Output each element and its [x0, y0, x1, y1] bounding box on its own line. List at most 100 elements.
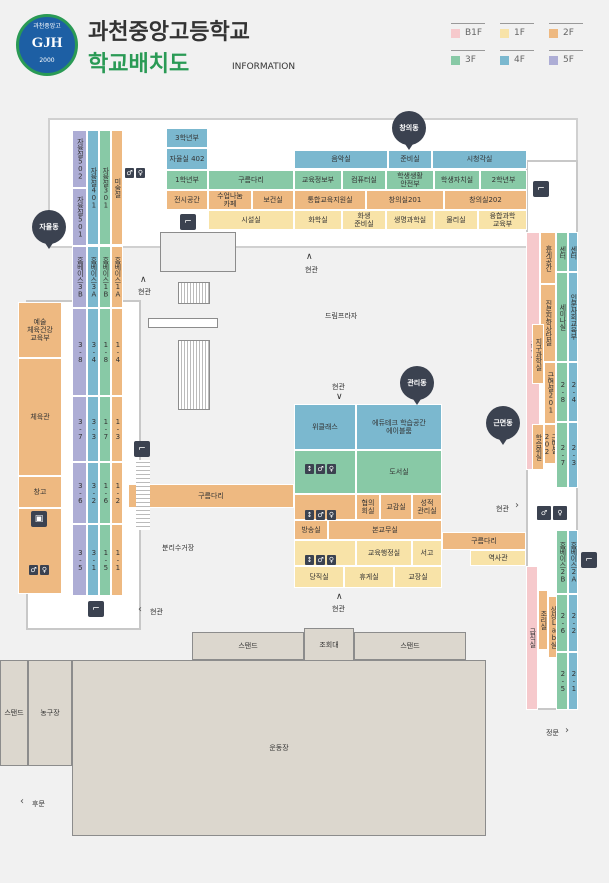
room-main-office: 본교무실 — [328, 520, 442, 540]
legend-2f: 2F — [549, 23, 583, 38]
room-homebase-3b: 홈베이스3B — [72, 246, 87, 308]
restroom-male-icon: ♂ — [29, 565, 38, 575]
room-class-2-8: 2-8 — [556, 362, 568, 422]
room-grade-mgmt: 성적 관리실 — [412, 494, 442, 520]
room-seminar: 세미나실 — [556, 272, 568, 362]
stand-left: 스탠드 — [0, 660, 28, 766]
restroom-male-icon: ♂ — [316, 555, 325, 565]
room-admin: 교육행정실 — [356, 540, 412, 566]
restroom-male-icon: ♂ — [316, 464, 325, 474]
room-history: 역사관 — [470, 550, 526, 566]
legend-swatch — [451, 55, 460, 65]
stairs-icon: ⌐ — [134, 441, 150, 457]
room-class-1-8: 1-8 — [99, 308, 111, 396]
room-grade2-office: 2학년부 — [480, 170, 527, 190]
room-class-3-6: 3-6 — [72, 462, 87, 524]
room-class-2-5: 2-5 — [556, 652, 568, 710]
room-homebase-1a: 홈베이스1A — [111, 246, 123, 308]
room-lunch-bottom: 급식실 — [526, 566, 538, 710]
legend-label: 2F — [563, 28, 574, 38]
entrance-arrow-up: ∧ — [336, 592, 343, 602]
logo-year: 2000 — [39, 57, 55, 64]
room-archive: 서고 — [412, 540, 442, 566]
room-storage: 창고 — [18, 476, 62, 508]
room-class-3-4: 3-4 — [87, 308, 99, 396]
legend-label: 5F — [563, 55, 574, 65]
room-facility: 시설실 — [208, 210, 294, 230]
room-class-3-3: 3-3 — [87, 396, 99, 462]
room-class-3-5: 3-5 — [72, 524, 87, 596]
legend-b1f: B1F — [451, 23, 486, 38]
room-class-2-6: 2-6 — [556, 594, 568, 652]
entrance-label: 현관 — [496, 505, 509, 513]
legend-swatch — [500, 55, 509, 65]
room-creative201: 창의실201 — [366, 190, 444, 210]
room-cafe: 수업나눔 카페 — [208, 190, 252, 210]
legend-3f: 3F — [451, 50, 485, 65]
room-counsel: 협의 회실 — [356, 494, 380, 520]
room-center-3f: 센터 — [556, 232, 568, 272]
room-lounge: 휴게실 — [344, 566, 394, 588]
restroom-female-icon: ♀ — [327, 510, 336, 520]
room-geunmyeon202: 근면실202 — [544, 424, 556, 464]
room-wee-class: 위클래스 — [294, 404, 356, 450]
logo-ring-text: 과천중앙고 — [33, 23, 61, 30]
stairs-icon: ⌐ — [533, 181, 549, 197]
restroom-male-icon: ♂ — [537, 506, 551, 520]
badge-jayul: 자율동 — [32, 210, 66, 249]
dream-plaza-label: 드림프라자 — [325, 312, 358, 320]
room-class-2-3: 2-3 — [568, 422, 578, 488]
room-music: 음악실 — [294, 150, 388, 169]
restroom-icons-geunmyeon: ♂♀ — [536, 500, 568, 520]
room-class-1-1: 1-1 — [111, 524, 123, 596]
room-integrated: 통합교육지원실 — [294, 190, 366, 210]
room-convergence: 융합과학 교육부 — [478, 210, 527, 230]
room-computer: 컴퓨터실 — [342, 170, 386, 190]
entrance-label: 현관 — [305, 266, 318, 274]
room-wc-area-3 — [294, 540, 356, 566]
room-jayul402: 자율실 402 — [166, 148, 208, 170]
page-subtitle-en: INFORMATION — [232, 62, 296, 72]
restroom-icons-gym: ♂♀ — [28, 557, 50, 576]
courtyard-grid — [178, 340, 210, 410]
legend-label: 1F — [514, 28, 525, 38]
room-creative202: 창의실202 — [444, 190, 527, 210]
room-broadcast: 방송실 — [294, 520, 328, 540]
room-jayul502: 자율실502 — [72, 130, 87, 188]
elevator-icon: ↕ — [305, 464, 314, 474]
room-jayul501: 자율실501 — [72, 188, 87, 246]
restroom-female-icon: ♀ — [40, 565, 49, 575]
elevator-icon: ↕ — [305, 510, 314, 520]
back-gate-label: 후문 — [32, 800, 45, 808]
room-health: 보건실 — [252, 190, 294, 210]
page-title: 학교배치도 — [88, 52, 190, 77]
room-study: 학습위실 — [532, 424, 544, 470]
room-class-2-4: 2-4 — [568, 362, 578, 422]
legend-label: 3F — [465, 55, 476, 65]
room-homebase-2a: 홈베이스2A — [568, 530, 578, 594]
room-class-3-2: 3-2 — [87, 462, 99, 524]
restroom-male-icon: ♂ — [125, 168, 134, 178]
entrance-label: 현관 — [332, 605, 345, 613]
legend-swatch — [500, 28, 509, 38]
room-gym-facility — [18, 508, 62, 594]
room-self-gov: 학생자치실 — [434, 170, 480, 190]
room-jayul401: 자율실401 — [87, 130, 99, 245]
entrance-label: 현관 — [150, 608, 163, 616]
room-homebase-2b: 홈베이스2B — [556, 530, 568, 594]
stand-center-left: 스탠드 — [192, 632, 304, 660]
facility-icons-gwalli: ↕♂♀ — [304, 547, 337, 566]
stairs-icon: ⌐ — [581, 552, 597, 568]
room-exhibit: 전시공간 — [166, 190, 208, 210]
school-name: 과천중앙고등학교 — [88, 20, 250, 45]
room-homebase-1b: 홈베이스1B — [99, 246, 111, 308]
legend-label: B1F — [465, 28, 483, 38]
badge-changui: 창의동 — [392, 111, 426, 150]
room-homebase-3a: 홈베이스3A — [87, 246, 99, 308]
room-wc-area — [294, 450, 356, 494]
room-av: 시청각실 — [432, 150, 527, 169]
room-class-3-8: 3-8 — [72, 308, 87, 396]
room-chem-prep: 화생 준비실 — [342, 210, 386, 230]
back-gate-arrow: ‹ — [20, 796, 24, 807]
room-prep: 준비실 — [388, 150, 432, 169]
